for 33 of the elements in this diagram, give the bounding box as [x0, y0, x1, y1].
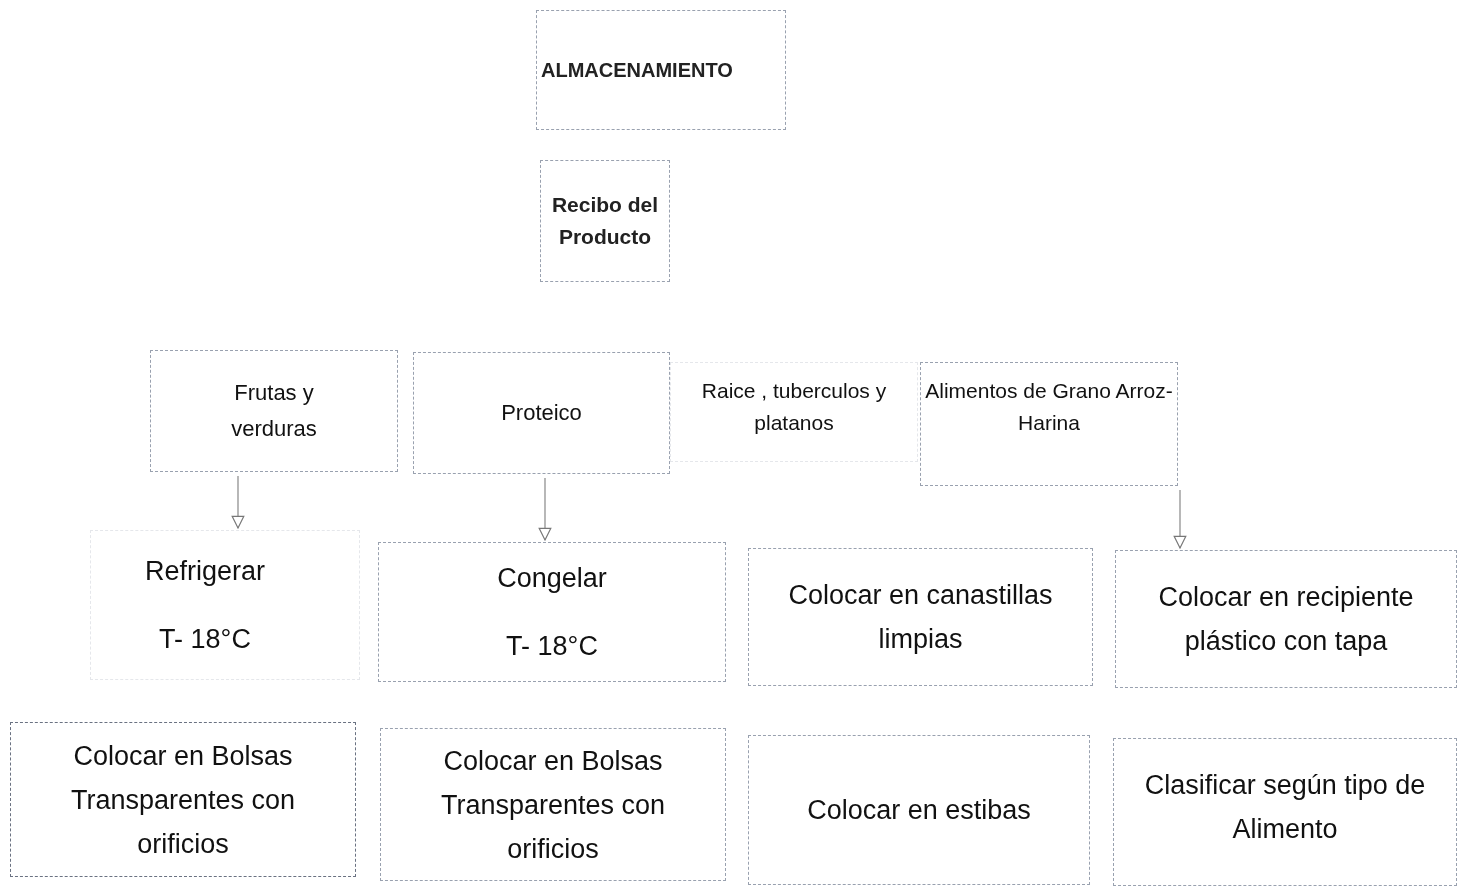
process-box: [1115, 550, 1457, 688]
process-box: [413, 352, 670, 474]
arrow: [538, 477, 552, 541]
process-box: [1113, 738, 1457, 886]
process-box: [380, 728, 726, 881]
process-box: [536, 10, 786, 130]
box-text: T- 18°C: [159, 623, 251, 656]
box-text: T- 18°C: [506, 630, 598, 663]
process-box: [748, 548, 1093, 686]
process-box: [10, 722, 356, 877]
process-box: [90, 530, 360, 680]
box-text: Colocar en estibas: [807, 794, 1031, 827]
box-text: Proteico: [501, 399, 582, 427]
process-box: [150, 350, 398, 472]
box-text: Alimentos de Grano Arroz- Harina: [924, 378, 1174, 436]
box-text: Frutas y verduras: [230, 379, 318, 443]
process-box: [378, 542, 726, 682]
box-text: Colocar en recipiente plástico con tapa: [1157, 581, 1415, 658]
box-text: Congelar: [497, 562, 607, 595]
box-text: Refrigerar: [144, 555, 265, 588]
box-text: Colocar en Bolsas Transparentes con orificios: [439, 744, 667, 866]
process-box: [920, 362, 1178, 486]
box-text: Colocar en Bolsas Transparentes con orificios: [69, 739, 297, 861]
box-text: Clasificar según tipo de Alimento: [1143, 769, 1427, 846]
box-text: Recibo del Producto: [550, 192, 660, 250]
process-box: [748, 735, 1090, 885]
box-text: ALMACENAMIENTO: [541, 58, 733, 83]
arrow: [1173, 489, 1187, 549]
process-box: [540, 160, 670, 282]
box-text: Raice , tuberculos y platanos: [700, 378, 888, 436]
process-box: [670, 362, 918, 462]
arrow: [231, 475, 245, 529]
box-text: Colocar en canastillas limpias: [787, 579, 1054, 656]
